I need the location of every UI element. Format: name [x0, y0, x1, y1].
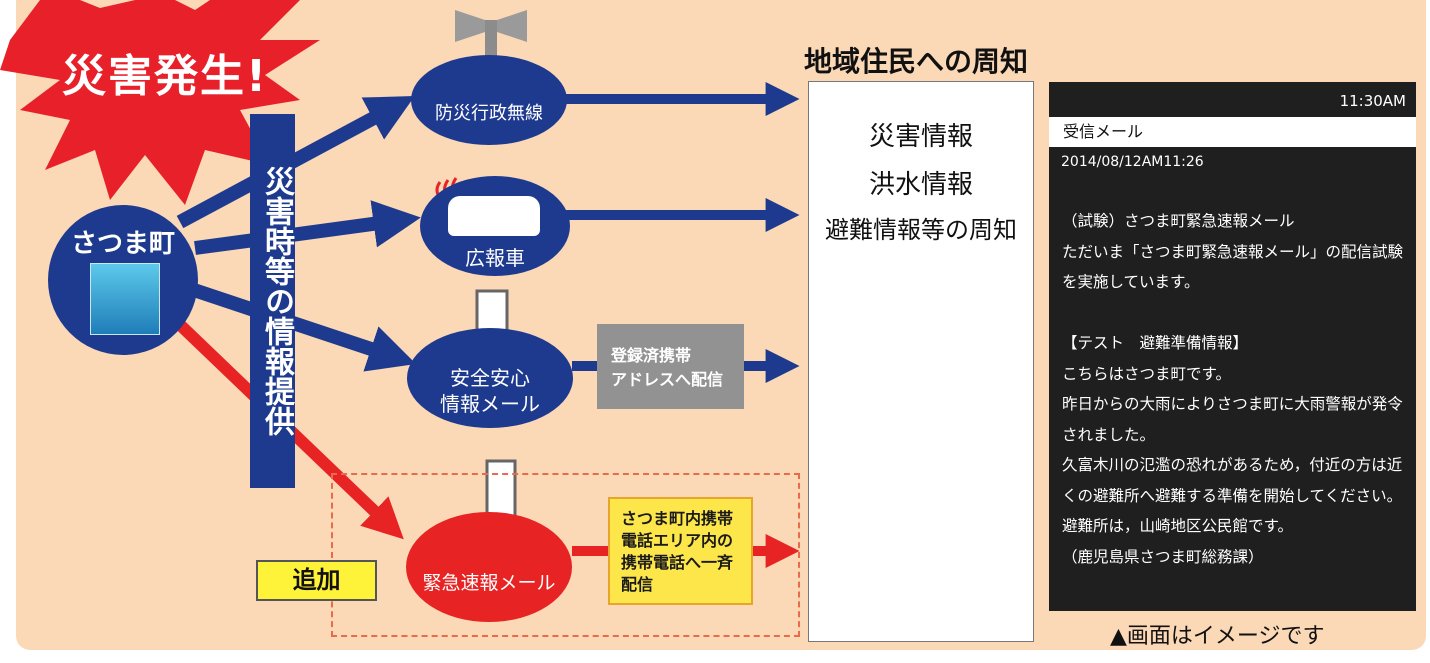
- town-node: さつま町: [48, 205, 198, 355]
- anzen-label-1: 安全安心: [450, 366, 530, 390]
- notice-line3: 避難情報等の周知: [825, 216, 1017, 244]
- burst-shape: [0, 0, 320, 205]
- gray-box-line2: アドレスへ配信: [611, 370, 724, 389]
- phone-date: 2014/08/12AM11:26: [1061, 154, 1204, 170]
- musen-label: 防災行政無線: [435, 103, 543, 124]
- van-body-icon: [448, 196, 540, 236]
- node-musen: 防災行政無線: [411, 55, 567, 145]
- notice-box: 災害情報 洪水情報 避難情報等の周知: [808, 81, 1034, 642]
- town-office-photo: [90, 263, 160, 335]
- phone-message-body: （試験）さつま町緊急速報メール ただいま「さつま町緊急速報メール」の配信試験を実…: [1062, 212, 1404, 566]
- kinkyu-phone-top: [485, 459, 517, 518]
- notice-heading: 地域住民への周知: [804, 45, 1029, 78]
- yellow-box-line1: さつま町内携帯: [621, 509, 734, 528]
- addition-dashed-frame: [331, 473, 800, 637]
- node-kinkyu: 緊急速報メール: [406, 512, 572, 622]
- registered-address-box: 登録済携帯 アドレスへ配信: [597, 324, 744, 409]
- town-label: さつま町: [70, 229, 175, 259]
- notice-line1: 災害情報: [868, 122, 973, 152]
- phone-screen-mockup: 11:30AM 受信メール 2014/08/12AM11:26 （試験）さつま町…: [1049, 82, 1416, 611]
- info-provision-banner: 災害時等の情報提供: [250, 114, 295, 488]
- node-car: 広報車: [420, 176, 570, 276]
- phone-time: 11:30AM: [1339, 92, 1406, 110]
- node-anzen: 安全安心 情報メール: [407, 328, 573, 428]
- anzen-label-2: 情報メール: [440, 392, 540, 416]
- kinkyu-label: 緊急速報メール: [422, 572, 556, 594]
- image-caption: ▲画面はイメージです: [1110, 624, 1325, 649]
- area-broadcast-box: さつま町内携帯 電話エリア内の 携帯電話へ一斉 配信: [608, 497, 753, 605]
- disaster-burst-label: 災害発生!: [62, 51, 269, 102]
- yellow-box-line2: 電話エリア内の: [621, 531, 734, 550]
- yellow-box-line3: 携帯電話へ一斉: [621, 553, 734, 572]
- phone-received-header: 受信メール: [1049, 117, 1416, 147]
- yellow-box-line4: 配信: [621, 575, 654, 594]
- gray-box-line1: 登録済携帯: [611, 346, 692, 365]
- addition-badge: 追加: [256, 560, 377, 601]
- notice-line2: 洪水情報: [868, 170, 973, 200]
- arrow-to-car: [194, 200, 421, 255]
- car-label: 広報車: [465, 246, 525, 270]
